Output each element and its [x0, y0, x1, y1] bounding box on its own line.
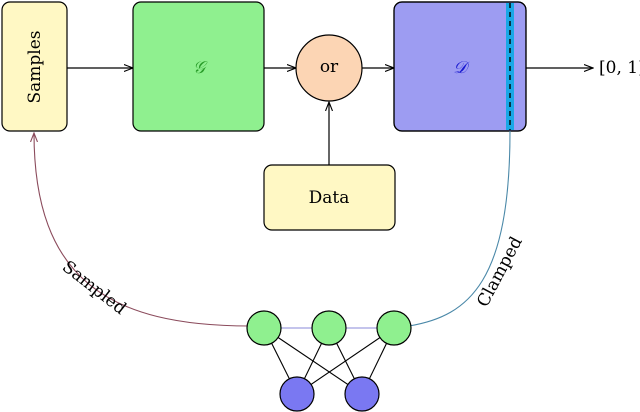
- samples-label: Samples: [25, 30, 45, 103]
- or-node: or: [295, 34, 363, 102]
- clamped-edge: [408, 130, 511, 327]
- data-node: Data: [263, 164, 396, 231]
- hidden-unit: [279, 376, 315, 412]
- data-label: Data: [309, 188, 350, 208]
- hidden-unit: [344, 376, 380, 412]
- generator-node: 𝒢: [132, 1, 265, 132]
- generator-label: 𝒢: [193, 58, 208, 78]
- visible-unit: [376, 310, 412, 346]
- rbm-network: [246, 310, 412, 412]
- or-label: or: [320, 57, 339, 77]
- output-label: [0, 1]: [599, 58, 640, 78]
- sampled-edge-label: Sampled: [58, 257, 130, 319]
- rbm-connection: [296, 327, 395, 395]
- discriminator-node: 𝒟: [393, 1, 527, 132]
- visible-unit: [246, 310, 282, 346]
- discriminator-label: 𝒟: [453, 58, 470, 78]
- visible-unit: [311, 310, 347, 346]
- sampled-edge: [34, 133, 251, 327]
- clamped-edge-label: Clamped: [473, 233, 527, 310]
- samples-node: Samples: [1, 1, 68, 132]
